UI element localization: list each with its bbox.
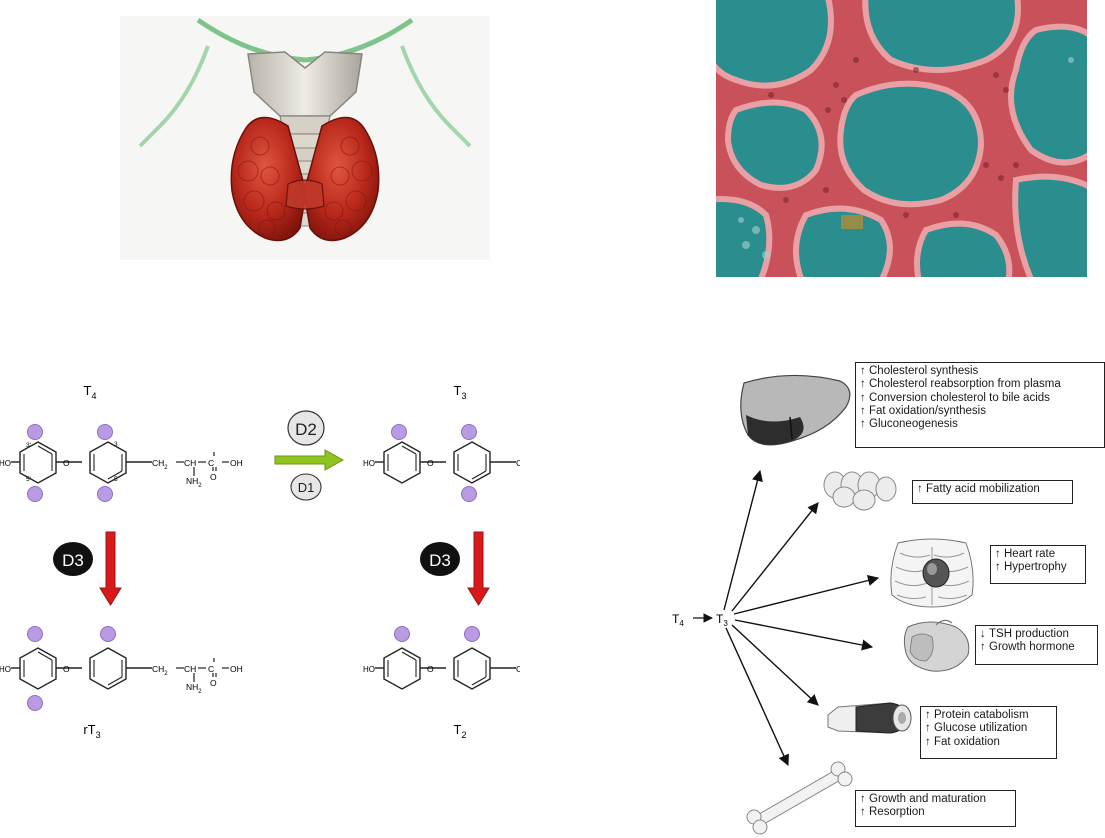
t2-structure: HO O CH2 CH C OH O NH2 xyxy=(363,626,520,690)
effect-line: ↑Resorption xyxy=(860,806,925,819)
svg-text:3: 3 xyxy=(114,441,118,448)
svg-text:O: O xyxy=(63,458,70,468)
effect-line: ↑Hypertrophy xyxy=(995,561,1067,574)
muscle-icon xyxy=(827,702,912,734)
d3-enzyme-badge-left: D3 xyxy=(53,542,93,576)
pituitary-effects-box: ↓TSH production ↑Growth hormone xyxy=(975,625,1098,665)
arrow-to-muscle xyxy=(731,624,819,706)
iodine-atom-5prime xyxy=(27,486,43,502)
effect-line: ↑Cholesterol synthesis xyxy=(860,365,979,377)
fat-cells-icon xyxy=(823,471,897,511)
thyroid-gland-illustration xyxy=(120,16,490,260)
d3-arrow-left xyxy=(99,531,122,606)
svg-text:CH2: CH2 xyxy=(516,664,520,677)
svg-text:D3: D3 xyxy=(429,551,451,570)
d2-enzyme-badge: D2 xyxy=(287,410,325,446)
svg-text:CH2: CH2 xyxy=(152,458,168,471)
deiodination-pathway-diagram: T4 HO O CH2 CH C OH O NH2 3' 5' 3 5 T3 H… xyxy=(0,383,520,740)
iodine-atom-5prime xyxy=(27,695,43,711)
t2-label: T2 xyxy=(454,722,467,740)
svg-text:CH2: CH2 xyxy=(152,664,168,677)
arrow-to-liver xyxy=(723,469,763,611)
svg-text:O: O xyxy=(63,664,70,674)
thyroid-histology-micrograph xyxy=(716,0,1087,277)
effect-line: ↑Fat oxidation/synthesis xyxy=(860,404,986,417)
svg-text:O: O xyxy=(427,458,434,468)
rt3-label: rT3 xyxy=(83,722,100,740)
iodine-atom-3 xyxy=(464,626,480,642)
svg-text:D3: D3 xyxy=(62,551,84,570)
arrow-to-fat-cells xyxy=(731,502,819,612)
d1-enzyme-badge: D1 xyxy=(290,473,322,501)
effect-line: ↑Heart rate xyxy=(995,548,1056,560)
effect-line: ↑Fatty acid mobilization xyxy=(917,483,1040,495)
bone-icon xyxy=(746,761,853,835)
effect-line: ↑Gluconeogenesis xyxy=(860,418,958,431)
rt3-structure: HO O CH2 CH C OH O NH2 xyxy=(0,626,243,711)
svg-text:NH2: NH2 xyxy=(186,682,202,695)
effect-line: ↑Growth and maturation xyxy=(860,793,986,805)
svg-text:O: O xyxy=(210,678,217,688)
svg-text:D2: D2 xyxy=(295,420,317,439)
d3-enzyme-badge-right: D3 xyxy=(420,542,460,576)
iodine-atom-3prime xyxy=(27,626,43,642)
t3-structure: HO O CH2 CH C OH O NH2 xyxy=(363,424,520,502)
muscle-effects-box: ↑Protein catabolism ↑Glucose utilization… xyxy=(920,706,1057,759)
svg-text:OH: OH xyxy=(230,664,243,674)
pituitary-icon xyxy=(903,619,970,672)
arrow-to-pituitary xyxy=(734,619,874,651)
arrow-to-bone xyxy=(725,627,789,767)
effects-t4-label: T4 xyxy=(672,612,684,628)
effects-t3-label: T3 xyxy=(716,612,728,628)
svg-text:NH2: NH2 xyxy=(186,476,202,489)
t4-structure: HO O CH2 CH C OH O NH2 3' 5' 3 5 xyxy=(0,424,243,502)
effect-line: ↑Growth hormone xyxy=(980,641,1075,654)
svg-text:5': 5' xyxy=(26,476,31,483)
svg-text:HO: HO xyxy=(363,459,375,468)
svg-text:CH: CH xyxy=(184,458,196,468)
d2-conversion-arrow xyxy=(274,449,345,471)
svg-text:HO: HO xyxy=(363,665,375,674)
svg-text:CH: CH xyxy=(184,664,196,674)
svg-text:O: O xyxy=(210,472,217,482)
bone-effects-box: ↑Growth and maturation ↑Resorption xyxy=(855,790,1016,827)
effect-line: ↑Conversion cholesterol to bile acids xyxy=(860,391,1050,404)
svg-text:3': 3' xyxy=(26,442,31,449)
liver-effects-box: ↑Cholesterol synthesis ↑Cholesterol reab… xyxy=(855,362,1105,448)
effect-line: ↑Protein catabolism xyxy=(925,709,1029,721)
t3-label: T3 xyxy=(454,383,467,401)
iodine-atom-3 xyxy=(97,424,113,440)
svg-text:O: O xyxy=(427,664,434,674)
d3-arrow-right xyxy=(467,531,490,606)
svg-text:5: 5 xyxy=(114,476,118,483)
iodine-atom-5 xyxy=(97,486,113,502)
arrow-to-heart xyxy=(733,575,880,615)
svg-text:C: C xyxy=(208,664,214,674)
iodine-atom-3 xyxy=(100,626,116,642)
t4-label: T4 xyxy=(84,383,97,401)
effect-line: ↑Cholesterol reabsorption from plasma xyxy=(860,378,1061,391)
svg-text:D1: D1 xyxy=(298,480,315,495)
iodine-atom-3prime xyxy=(394,626,410,642)
effect-line: ↑Fat oxidation xyxy=(925,735,1000,748)
svg-text:HO: HO xyxy=(0,665,11,674)
fat-effects-box: ↑Fatty acid mobilization xyxy=(912,480,1073,504)
svg-text:C: C xyxy=(208,458,214,468)
iodine-atom-3 xyxy=(461,424,477,440)
liver-icon xyxy=(740,374,851,446)
iodine-atom-5 xyxy=(461,486,477,502)
effect-line: ↑Glucose utilization xyxy=(925,722,1028,735)
heart-effects-box: ↑Heart rate ↑Hypertrophy xyxy=(990,545,1086,584)
iodine-atom-3prime xyxy=(27,424,43,440)
svg-text:CH2: CH2 xyxy=(516,458,520,471)
svg-text:HO: HO xyxy=(0,459,11,468)
heart-icon xyxy=(890,538,974,608)
t3-effects-diagram: T4 T3 xyxy=(672,374,974,835)
effect-line: ↓TSH production xyxy=(980,628,1069,640)
iodine-atom-3prime xyxy=(391,424,407,440)
svg-text:OH: OH xyxy=(230,458,243,468)
